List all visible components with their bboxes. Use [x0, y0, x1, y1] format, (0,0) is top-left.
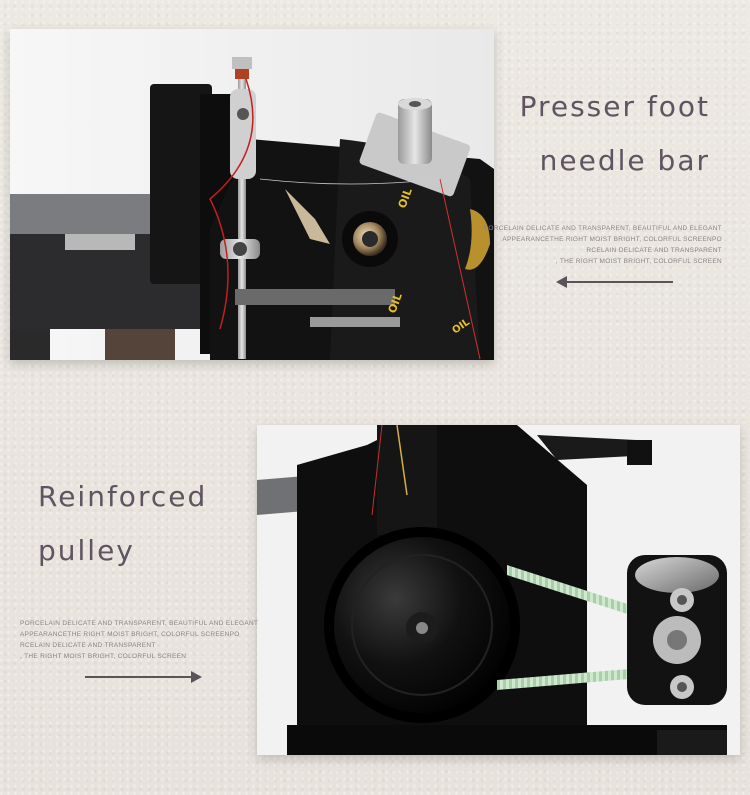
pulley-photo: [257, 425, 740, 755]
description-line: PORCELAIN DELICATE AND TRANSPARENT, BEAU…: [20, 620, 259, 627]
arrow-left-icon: [556, 276, 673, 288]
description-line: PORCELAIN DELICATE AND TRANSPARENT, BEAU…: [483, 225, 722, 232]
description-line: RCELAIN DELICATE AND TRANSPARENT: [20, 642, 156, 649]
description-line: , THE RIGHT MOIST BRIGHT, COLORFUL SCREE…: [20, 653, 187, 660]
description-line: , THE RIGHT MOIST BRIGHT, COLORFUL SCREE…: [555, 258, 722, 265]
heading-line: Presser foot: [519, 90, 710, 123]
description-line: APPEARANCETHE RIGHT MOIST BRIGHT, COLORF…: [502, 236, 722, 243]
pulley-heading: Reinforced pulley: [38, 470, 207, 578]
presser-foot-description: PORCELAIN DELICATE AND TRANSPARENT, BEAU…: [484, 223, 722, 267]
pulley-illustration: [257, 425, 740, 755]
heading-line: pulley: [38, 534, 135, 567]
pulley-description: PORCELAIN DELICATE AND TRANSPARENT, BEAU…: [20, 618, 258, 662]
heading-line: needle bar: [539, 144, 710, 177]
presser-foot-illustration: OIL OIL OIL: [10, 29, 494, 360]
description-line: RCELAIN DELICATE AND TRANSPARENT: [586, 247, 722, 254]
description-line: APPEARANCETHE RIGHT MOIST BRIGHT, COLORF…: [20, 631, 240, 638]
presser-foot-photo: OIL OIL OIL: [10, 29, 494, 360]
presser-foot-heading: Presser foot needle bar: [520, 80, 710, 188]
heading-line: Reinforced: [38, 480, 208, 513]
arrow-right-icon: [85, 671, 202, 683]
